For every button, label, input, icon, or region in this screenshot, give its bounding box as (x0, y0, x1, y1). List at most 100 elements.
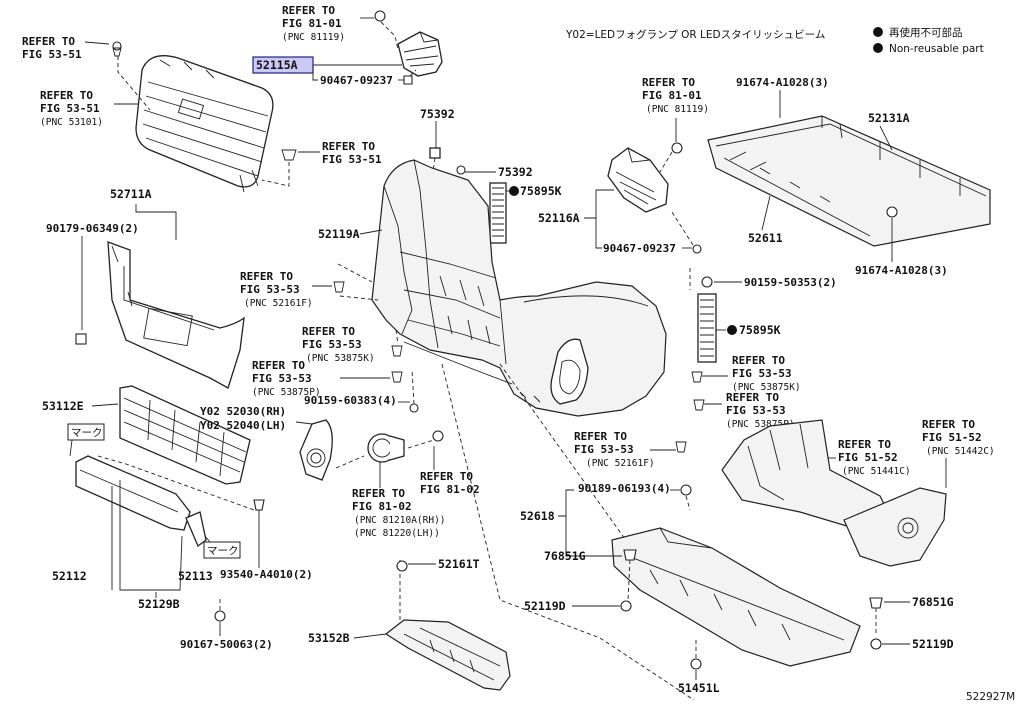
license-bracket-52711a-drawing (107, 241, 245, 389)
part-75392-label: 75392 (498, 165, 533, 179)
part-76851g-label: 76851G (544, 549, 586, 563)
ref-fig-81-01-right-label: FIG 81-01 (642, 89, 702, 102)
part-76851g-label: 76851G (912, 595, 954, 609)
ref-fig-53-53-label: FIG 53-53 (302, 338, 362, 351)
part-52611-label: 52611 (748, 231, 783, 245)
part-52711a-label: 52711A (110, 187, 152, 201)
ref-fig-53-53-right-label: (PNC 53875P) (726, 419, 795, 430)
part-90179-06349-label: 90179-06349(2) (46, 222, 139, 235)
screw-icon (680, 484, 692, 496)
legend-dot-icon (873, 27, 883, 37)
mark-box (203, 541, 241, 559)
ref-fig-53-53-right-label: (PNC 53875K) (732, 382, 801, 393)
screw-icon (620, 600, 632, 612)
strip-75895k-right-drawing (697, 293, 717, 363)
molding-52112-drawing (75, 455, 207, 548)
part-52618-label: 52618 (520, 509, 555, 523)
screw-icon (870, 638, 882, 650)
ref-fig-53-53-label: (PNC 53875K) (306, 353, 375, 364)
screw-icon (701, 276, 713, 288)
part-fog-bezel-lh-label: Y02 52040(LH) (200, 419, 286, 432)
ref-fig-53-53-right-label: REFER TO (732, 354, 785, 367)
ref-fig-53-51-grille-label: REFER TO (40, 89, 93, 102)
part-51451l-label: 51451L (678, 681, 720, 695)
part-90189-06193-label: 90189-06193(4) (578, 482, 671, 495)
clip-icon (691, 371, 703, 383)
ref-fig-53-53-label: FIG 53-53 (240, 283, 300, 296)
ref-fig-81-02-lamp-label: (PNC 81220(LH)) (354, 528, 440, 539)
screw-icon (690, 658, 702, 670)
part-90159-50353-label: 90159-50353(2) (744, 276, 837, 289)
part-53152b-label: 53152B (308, 631, 350, 645)
part-52131a-label: 52131A (868, 111, 910, 125)
clip-icon (391, 345, 403, 357)
part-91674-a1028-label: 91674-A1028(3) (736, 76, 829, 89)
part-52119d-label: 52119D (524, 599, 566, 613)
part-52161t-label: 52161T (438, 557, 480, 571)
ref-fig-51-52-label: (PNC 51441C) (842, 466, 911, 477)
screw-icon (409, 403, 419, 413)
screw-icon (214, 610, 226, 622)
screw-icon (396, 560, 408, 572)
ref-fig-51-52-label: FIG 51-52 (922, 431, 982, 444)
bolt-icon (886, 206, 898, 218)
ref-fig-53-51-label: REFER TO (22, 35, 75, 48)
ref-fig-51-52-label: REFER TO (922, 418, 975, 431)
ref-fig-53-53-lower-label: (PNC 52161F) (586, 458, 655, 469)
clip-icon (869, 597, 883, 609)
ref-fig-81-01-label: (PNC 81119) (282, 32, 345, 43)
ref-fig-81-02-lamp-label: FIG 81-02 (352, 500, 412, 513)
clip-icon (253, 499, 265, 511)
part-52119d-label: 52119D (912, 637, 954, 651)
part-52129b-label: 52129B (138, 597, 180, 611)
splash-shield-drawing (721, 419, 947, 567)
part-75895k-label: 75895K (739, 323, 781, 337)
bumper-cover-52119a-drawing (371, 159, 667, 417)
part-90467-09237-label: 90467-09237 (603, 242, 676, 255)
part-93540-a4010-label: 93540-A4010(2) (220, 568, 313, 581)
ref-fig-51-52-label: FIG 51-52 (838, 451, 898, 464)
legend-dot-icon (873, 43, 883, 53)
ref-fig-81-02-lamp-label: REFER TO (352, 487, 405, 500)
undercover-53152b-drawing (384, 619, 511, 691)
part-90167-50063-label: 90167-50063(2) (180, 638, 273, 651)
part-91674-a1028-label: 91674-A1028(3) (855, 264, 948, 277)
clip-icon (112, 41, 122, 51)
selected-part-52115a[interactable]: 52115A (256, 58, 298, 72)
illustration-id: 522927M (966, 691, 1015, 703)
ref-fig-81-01-label: FIG 81-01 (282, 17, 342, 30)
part-53112e-label: 53112E (42, 399, 84, 413)
ref-fig-53-53-lower-label: REFER TO (574, 430, 627, 443)
screw-icon (403, 75, 413, 85)
part-90159-60383-label: 90159-60383(4) (304, 394, 397, 407)
clip-icon (623, 549, 637, 561)
part-52113-label: 52113 (178, 569, 213, 583)
lower-grille-53112e-drawing (119, 385, 251, 485)
bracket-52116a-drawing (607, 147, 669, 213)
radiator-grille-drawing (135, 55, 274, 193)
legend-english: Non-reusable part (889, 43, 984, 55)
clip-icon (693, 399, 705, 411)
ref-fig-51-52-label: (PNC 51442C) (926, 446, 995, 457)
clip-icon (675, 441, 687, 453)
ref-fig-53-53-right-label: FIG 53-53 (726, 404, 786, 417)
clip-icon (333, 281, 345, 293)
screw-icon (671, 142, 683, 154)
legend-japanese: 再使用不可部品 (889, 26, 963, 39)
ref-fig-81-02-label: REFER TO (420, 470, 473, 483)
mark-box (67, 423, 105, 441)
screw-icon (374, 10, 386, 22)
part-52112-label: 52112 (52, 569, 87, 583)
ref-fig-81-02-lamp-label: (PNC 81210A(RH)) (354, 515, 446, 526)
ref-fig-53-51-clip-label: FIG 53-51 (322, 153, 382, 166)
ref-fig-53-53-label: FIG 53-53 (252, 372, 312, 385)
ref-fig-53-53-label: REFER TO (302, 325, 355, 338)
ref-fig-53-53-right-label: FIG 53-53 (732, 367, 792, 380)
ref-fig-53-53-lower-label: FIG 53-53 (574, 443, 634, 456)
ref-fig-81-01-label: REFER TO (282, 4, 335, 17)
strip-75895k-drawing (489, 182, 507, 244)
part-75895k-label: 75895K (520, 184, 562, 198)
part-90467-09237-label: 90467-09237 (320, 74, 393, 87)
mark-label: マーク (207, 545, 239, 557)
